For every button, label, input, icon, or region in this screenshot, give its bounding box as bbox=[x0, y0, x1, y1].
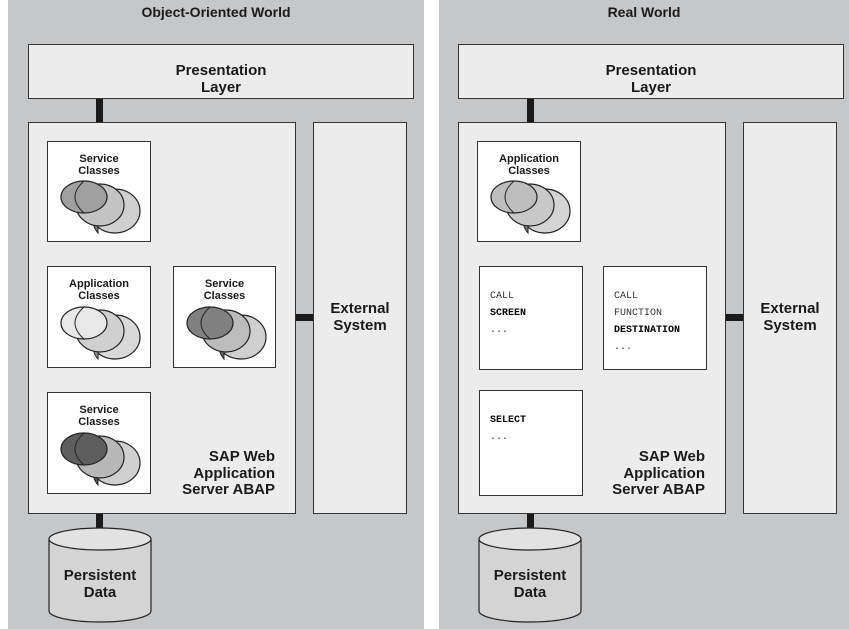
code-line: ... bbox=[490, 325, 509, 336]
call-function-box: CALL FUNCTION DESTINATION ... bbox=[603, 266, 707, 370]
classes-icon bbox=[60, 432, 141, 487]
call-screen-box: CALL SCREEN ... bbox=[479, 266, 583, 370]
presentation-layer-box: Presentation Layer bbox=[28, 44, 414, 99]
classes-icon bbox=[186, 306, 267, 361]
presentation-layer-label: Presentation Layer bbox=[175, 62, 267, 96]
connector bbox=[96, 98, 103, 126]
app-server-label: SAP Web Application Server ABAP bbox=[182, 448, 275, 498]
connector bbox=[527, 98, 534, 126]
external-system-label: External System bbox=[330, 300, 390, 334]
external-system-box: External System bbox=[313, 122, 407, 514]
presentation-layer-label: Presentation Layer bbox=[605, 62, 697, 96]
service-classes-label: Service Classes bbox=[203, 278, 246, 303]
application-classes-label: Application Classes bbox=[499, 153, 559, 178]
connector bbox=[725, 314, 747, 321]
call-function-code: CALL FUNCTION DESTINATION ... bbox=[614, 288, 680, 356]
right-panel-title: Real World bbox=[607, 4, 681, 20]
classes-icon bbox=[490, 180, 571, 235]
code-line: ... bbox=[614, 342, 633, 353]
code-line: SCREEN bbox=[490, 308, 527, 319]
select-box: SELECT ... bbox=[479, 390, 583, 496]
connector bbox=[96, 494, 103, 542]
classes-icon bbox=[60, 306, 141, 361]
service-classes-label: Service Classes bbox=[78, 404, 120, 429]
connector bbox=[527, 512, 534, 542]
application-classes-label: Application Classes bbox=[69, 278, 129, 303]
service-classes-label: Service Classes bbox=[78, 153, 120, 178]
persistent-data-label: Persistent Data bbox=[493, 567, 567, 601]
external-system-label: External System bbox=[760, 300, 820, 334]
select-code: SELECT ... bbox=[490, 412, 526, 446]
code-line: FUNCTION bbox=[614, 308, 663, 319]
persistent-data-label: Persistent Data bbox=[63, 567, 137, 601]
code-line: CALL bbox=[614, 291, 639, 302]
code-line: CALL bbox=[490, 291, 515, 302]
code-line: DESTINATION bbox=[614, 325, 681, 336]
presentation-layer-box: Presentation Layer bbox=[458, 44, 844, 99]
code-line: SELECT bbox=[490, 415, 527, 426]
database-icon bbox=[48, 527, 152, 623]
left-panel-title: Object-Oriented World bbox=[141, 4, 291, 20]
classes-icon bbox=[60, 180, 141, 235]
code-line: ... bbox=[490, 432, 509, 443]
external-system-box: External System bbox=[743, 122, 837, 514]
call-screen-code: CALL SCREEN ... bbox=[490, 288, 526, 339]
database-icon bbox=[478, 527, 582, 623]
app-server-label: SAP Web Application Server ABAP bbox=[612, 448, 705, 498]
